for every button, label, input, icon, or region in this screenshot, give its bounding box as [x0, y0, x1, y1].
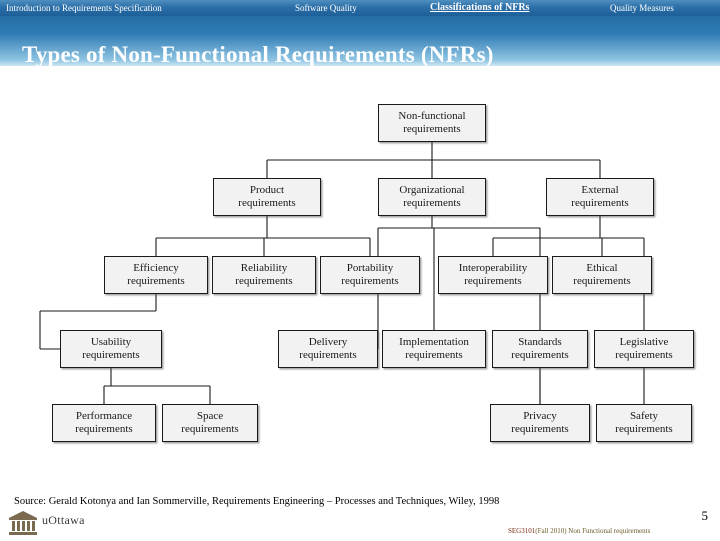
n-performance-line-1: requirements: [75, 423, 133, 435]
n-space-line-0: Space: [196, 410, 224, 422]
n-interoperability-line-0: Interoperability: [458, 262, 528, 274]
n-safety-line-0: Safety: [629, 410, 659, 422]
n-privacy-line-0: Privacy: [523, 410, 557, 422]
n-safety-line-1: requirements: [615, 423, 673, 435]
n-product-line-0: Product: [249, 184, 285, 196]
n-efficiency-line-1: requirements: [127, 275, 185, 287]
n-performance-line-0: Performance: [75, 410, 133, 422]
n-reliability-line-0: Reliability: [240, 262, 288, 274]
n-external-line-1: requirements: [571, 197, 629, 209]
n-portability-line-1: requirements: [341, 275, 399, 287]
n-product-line-1: requirements: [238, 197, 296, 209]
title-banner: Types of Non-Functional Requirements (NF…: [0, 16, 720, 67]
footer-divider: [0, 490, 720, 491]
n-usability-line-0: Usability: [90, 336, 132, 348]
n-root-line-0: Non-functional: [398, 110, 466, 122]
footer-course-rest: (Fall 2010) Non Functional requirements: [535, 527, 651, 535]
n-standards-line-0: Standards: [518, 336, 562, 348]
n-standards-line-1: requirements: [511, 349, 569, 361]
page-title: Types of Non-Functional Requirements (NF…: [22, 42, 494, 67]
n-ethical-line-1: requirements: [573, 275, 631, 287]
page-number: 5: [701, 508, 709, 523]
n-external-line-0: External: [581, 184, 619, 196]
n-reliability-line-1: requirements: [235, 275, 293, 287]
n-root-line-1: requirements: [403, 123, 461, 135]
nav-item-classifications-of-nfrs[interactable]: Classifications of NFRs: [430, 2, 530, 13]
n-portability-line-0: Portability: [346, 262, 394, 274]
n-organizational-line-0: Organizational: [399, 184, 465, 196]
source-citation: Source: Gerald Kotonya and Ian Sommervil…: [14, 496, 500, 507]
n-legislative-line-1: requirements: [615, 349, 673, 361]
n-ethical-line-0: Ethical: [586, 262, 618, 274]
n-efficiency-line-0: Efficiency: [133, 262, 179, 274]
nav-item-introduction[interactable]: Introduction to Requirements Specificati…: [6, 3, 162, 13]
uottawa-wordmark: uOttawa: [42, 513, 85, 527]
university-building-icon: [9, 511, 37, 535]
uottawa-logo: uOttawa: [8, 510, 104, 536]
n-organizational-line-1: requirements: [403, 197, 461, 209]
n-interoperability-line-1: requirements: [464, 275, 522, 287]
footer-course-label: SEG3101(Fall 2010) Non Functional requir…: [508, 527, 650, 535]
nav-item-software-quality[interactable]: Software Quality: [295, 3, 357, 13]
nav-item-quality-measures[interactable]: Quality Measures: [610, 3, 674, 13]
n-implementation-line-1: requirements: [405, 349, 463, 361]
n-delivery-line-1: requirements: [299, 349, 357, 361]
footer-course-code: SEG3101: [508, 527, 536, 535]
top-navigation-bar: Introduction to Requirements Specificati…: [0, 0, 720, 16]
n-legislative-line-0: Legislative: [619, 336, 669, 348]
n-space-line-1: requirements: [181, 423, 239, 435]
n-implementation-line-0: Implementation: [399, 336, 469, 348]
n-delivery-line-0: Delivery: [308, 336, 348, 348]
n-privacy-line-1: requirements: [511, 423, 569, 435]
n-usability-line-1: requirements: [82, 349, 140, 361]
